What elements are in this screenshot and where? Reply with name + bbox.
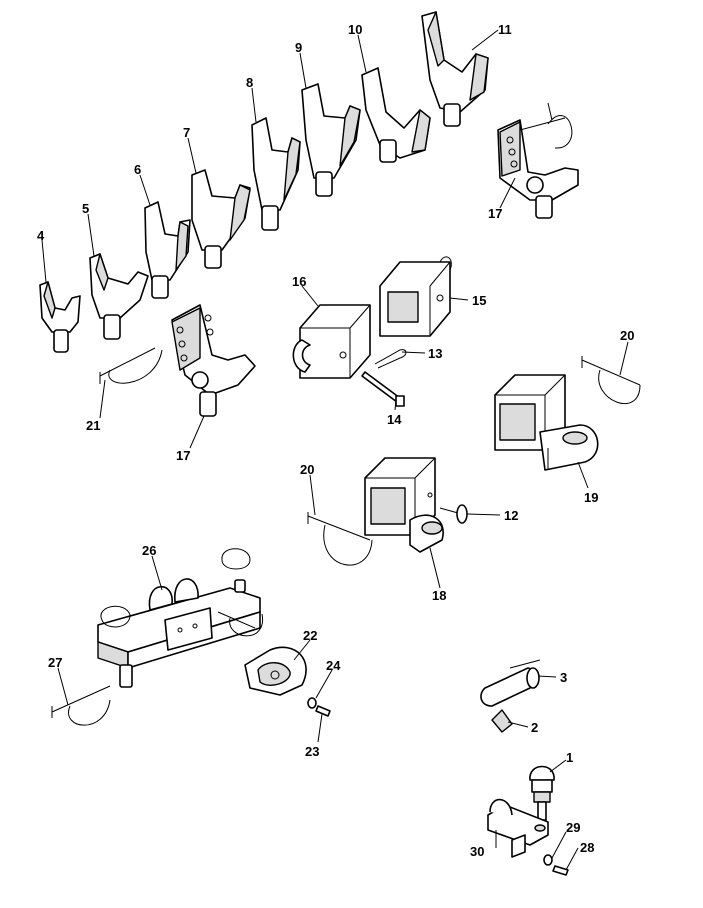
washer-29[interactable] — [543, 854, 553, 866]
label-20-right: 20 — [620, 328, 634, 343]
label-20-left: 20 — [300, 462, 314, 477]
label-18: 18 — [432, 588, 446, 603]
ball-1[interactable] — [529, 765, 555, 821]
label-7: 7 — [183, 125, 190, 140]
label-28: 28 — [580, 840, 594, 855]
fork-part-7[interactable] — [191, 169, 251, 269]
label-23: 23 — [305, 744, 319, 759]
label-21: 21 — [86, 418, 100, 433]
pin-27[interactable] — [51, 685, 111, 726]
label-14: 14 — [387, 412, 402, 427]
bolt-23[interactable] — [315, 705, 331, 717]
label-24: 24 — [326, 658, 341, 673]
leader-lines — [41, 29, 629, 871]
label-3: 3 — [560, 670, 567, 685]
label-8: 8 — [246, 75, 253, 90]
label-2: 2 — [531, 720, 538, 735]
label-22: 22 — [303, 628, 317, 643]
clip-2[interactable] — [491, 709, 513, 733]
label-1: 1 — [566, 750, 573, 765]
label-30: 30 — [470, 844, 484, 859]
pin-21[interactable] — [99, 347, 163, 384]
bolt-28[interactable] — [552, 865, 569, 876]
bracket-30[interactable] — [487, 798, 549, 858]
fork-part-8[interactable] — [251, 117, 301, 231]
label-12: 12 — [504, 508, 518, 523]
fork-part-10[interactable] — [361, 67, 431, 163]
label-4: 4 — [37, 228, 45, 243]
label-6: 6 — [134, 162, 141, 177]
pin-26-right[interactable] — [217, 611, 263, 637]
label-17-upper: 17 — [488, 206, 502, 221]
tow-bar-26[interactable] — [97, 548, 261, 688]
fork-part-11[interactable] — [421, 11, 489, 127]
receiver-18[interactable] — [364, 457, 444, 553]
fork-part-5[interactable] — [89, 253, 149, 340]
bolt-14[interactable] — [361, 371, 405, 407]
pin-20-right[interactable] — [581, 356, 641, 405]
fork-bracket-17-lower[interactable] — [171, 304, 256, 417]
label-19: 19 — [584, 490, 598, 505]
pin-20-left[interactable] — [307, 512, 373, 566]
fork-part-6[interactable] — [144, 201, 191, 299]
pin-12[interactable] — [439, 504, 468, 524]
fork-part-9[interactable] — [301, 83, 361, 197]
label-10: 10 — [348, 22, 362, 37]
receiver-19[interactable] — [494, 374, 599, 471]
label-27: 27 — [48, 655, 62, 670]
label-5: 5 — [82, 201, 89, 216]
washer-24[interactable] — [307, 697, 317, 709]
fork-bracket-17-upper[interactable] — [497, 102, 579, 219]
label-13: 13 — [428, 346, 442, 361]
part-labels: 4 5 6 7 8 9 10 11 17 16 15 13 14 21 17 2… — [37, 22, 634, 859]
label-16: 16 — [292, 274, 306, 289]
label-17-lower: 17 — [176, 448, 190, 463]
hitch-box-15[interactable] — [379, 256, 452, 337]
hitch-box-16[interactable] — [292, 304, 371, 379]
label-9: 9 — [295, 40, 302, 55]
coupling-jaw-22[interactable] — [244, 646, 307, 696]
label-11: 11 — [498, 22, 512, 37]
clip-13[interactable] — [374, 349, 407, 369]
label-26: 26 — [142, 543, 156, 558]
fork-part-4[interactable] — [39, 281, 81, 353]
label-15: 15 — [472, 293, 486, 308]
label-29: 29 — [566, 820, 580, 835]
bush-3[interactable] — [480, 659, 541, 707]
